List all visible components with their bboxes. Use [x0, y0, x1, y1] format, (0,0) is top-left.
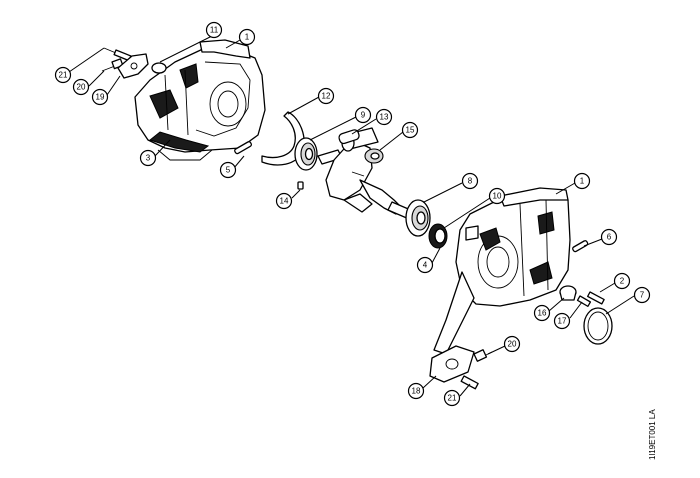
screw-part-21-upper: [103, 47, 132, 62]
callout-7: 7: [633, 286, 651, 304]
svg-text:20: 20: [508, 340, 517, 349]
drawing-reference-code: 1l19ET001 LA: [648, 409, 657, 460]
svg-text:6: 6: [607, 233, 612, 242]
o-ring-part-7: [583, 307, 613, 345]
ball-bearing-part-8: [405, 199, 431, 237]
callout-20-lower: 20: [503, 335, 521, 353]
screw-part-17: [576, 295, 592, 307]
callout-5: 5: [219, 161, 237, 179]
callout-13: 13: [375, 108, 393, 126]
cap-part-16: [559, 285, 577, 301]
svg-text:21: 21: [448, 394, 457, 403]
ball-bearing-part-9: [294, 137, 318, 171]
callout-6: 6: [600, 228, 618, 246]
callout-18: 18: [407, 382, 425, 400]
dowel-pin-part-6: [572, 240, 589, 253]
svg-text:11: 11: [210, 26, 219, 35]
svg-text:2: 2: [620, 277, 625, 286]
callout-15: 15: [401, 121, 419, 139]
screw-part-20-lower: [473, 349, 493, 362]
svg-text:3: 3: [146, 154, 151, 163]
callout-12: 12: [317, 87, 335, 105]
callout-20-upper: 20: [72, 78, 90, 96]
svg-text:15: 15: [406, 126, 415, 135]
callout-16: 16: [533, 304, 551, 322]
svg-text:16: 16: [538, 309, 547, 318]
plate-part-19: [117, 53, 149, 79]
callout-1-upper: 1: [238, 28, 256, 46]
callout-2: 2: [613, 272, 631, 290]
leader-lines: [68, 32, 635, 397]
screw-part-2: [587, 291, 605, 305]
callout-21-upper: 21: [54, 66, 72, 84]
mounting-plate-part-18: [429, 345, 475, 383]
svg-text:21: 21: [59, 71, 68, 80]
svg-text:19: 19: [96, 93, 105, 102]
svg-text:1: 1: [580, 177, 585, 186]
svg-text:9: 9: [361, 111, 366, 120]
callout-11: 11: [205, 21, 223, 39]
screw-part-21-lower: [460, 375, 479, 390]
oil-seal-part-4: [428, 223, 448, 249]
pin-part-14: [297, 181, 304, 190]
callout-3: 3: [139, 149, 157, 167]
svg-text:10: 10: [493, 192, 502, 201]
left-crankcase-half: [134, 39, 266, 161]
right-crankcase-half: [433, 187, 571, 355]
svg-text:1: 1: [245, 33, 250, 42]
svg-text:13: 13: [380, 113, 389, 122]
callout-21-lower: 21: [443, 389, 461, 407]
callout-10: 10: [488, 187, 506, 205]
callout-1-lower: 1: [573, 172, 591, 190]
callout-19: 19: [91, 88, 109, 106]
svg-text:12: 12: [322, 92, 331, 101]
callout-17: 17: [553, 312, 571, 330]
svg-text:17: 17: [558, 317, 567, 326]
callout-14: 14: [275, 192, 293, 210]
callout-4: 4: [416, 256, 434, 274]
svg-text:18: 18: [412, 387, 421, 396]
svg-text:7: 7: [640, 291, 645, 300]
needle-bearing-part-15: [364, 148, 384, 164]
dowel-pin-part-5: [234, 141, 253, 155]
svg-text:14: 14: [280, 197, 289, 206]
svg-text:20: 20: [77, 83, 86, 92]
crankshaft: [317, 127, 421, 223]
callout-9: 9: [354, 106, 372, 124]
callout-8: 8: [461, 172, 479, 190]
svg-text:4: 4: [423, 261, 428, 270]
svg-text:8: 8: [468, 177, 473, 186]
svg-text:5: 5: [226, 166, 231, 175]
